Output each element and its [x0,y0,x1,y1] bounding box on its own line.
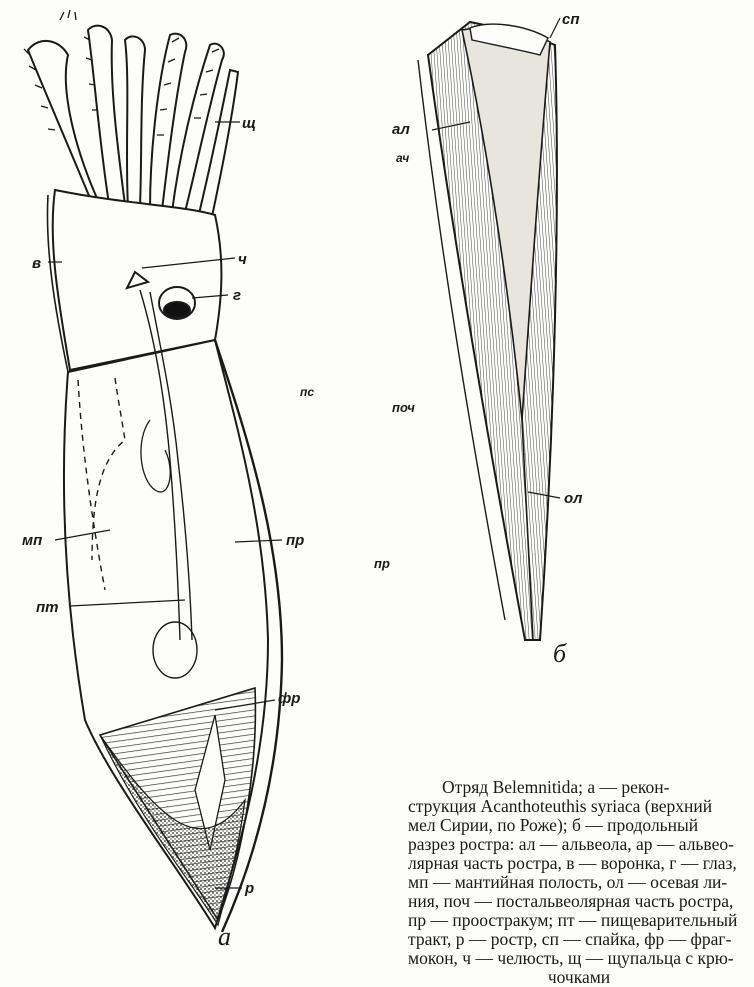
label-ch: ч [238,251,247,268]
label-shch: щ [242,115,256,132]
caption-line-6: мп — мантийная полость, ол — осевая ли- [408,872,727,892]
label-pt: пт [36,599,59,616]
label-sp: сп [562,11,580,28]
label-stray: пс [300,385,314,399]
caption-line-2: струкция Acanthoteuthis syriaca (верхний [408,796,712,816]
label-ol: ол [564,490,583,507]
figure-b-rostrum-section [418,18,560,640]
label-ach: ач [396,151,409,165]
label-pr-b: пр [374,556,390,571]
caption-line-8: пр — проостракум; пт — пищеварительный [408,910,737,930]
label-fr: фр [278,690,300,707]
caption-line-10: мокон, ч — челюсть, щ — щупальца с крю- [408,948,734,968]
label-poch: поч [392,400,415,415]
caption-line-1: Отряд Belemnitida; а — рекон- [442,777,669,797]
label-r: р [244,880,254,897]
panel-letter-b: б [553,639,567,668]
caption-last-line: чочками [548,967,610,987]
label-g: г [233,287,241,304]
panel-letter-a: а [218,922,231,951]
figure-a-reconstruction [24,10,282,932]
caption-line-7: ния, поч — постальвеолярная часть ростра… [408,891,733,911]
caption-line-4: разрез ростра: ал — альвеола, ар — альве… [408,834,734,854]
figure-caption: Отряд Belemnitida; а — рекон- струкция A… [408,778,750,987]
label-pr: пр [286,532,304,549]
label-al: ал [392,121,411,138]
eye [159,287,195,319]
label-mp: мп [22,532,42,549]
caption-line-5: лярная часть ростра, в — воронка, г — гл… [408,853,737,873]
label-v: в [32,255,41,272]
caption-line-3: мел Сирии, по Роже); б — продольный [408,815,698,835]
caption-line-9: тракт, р — ростр, сп — спайка, фр — фраг… [408,929,731,949]
